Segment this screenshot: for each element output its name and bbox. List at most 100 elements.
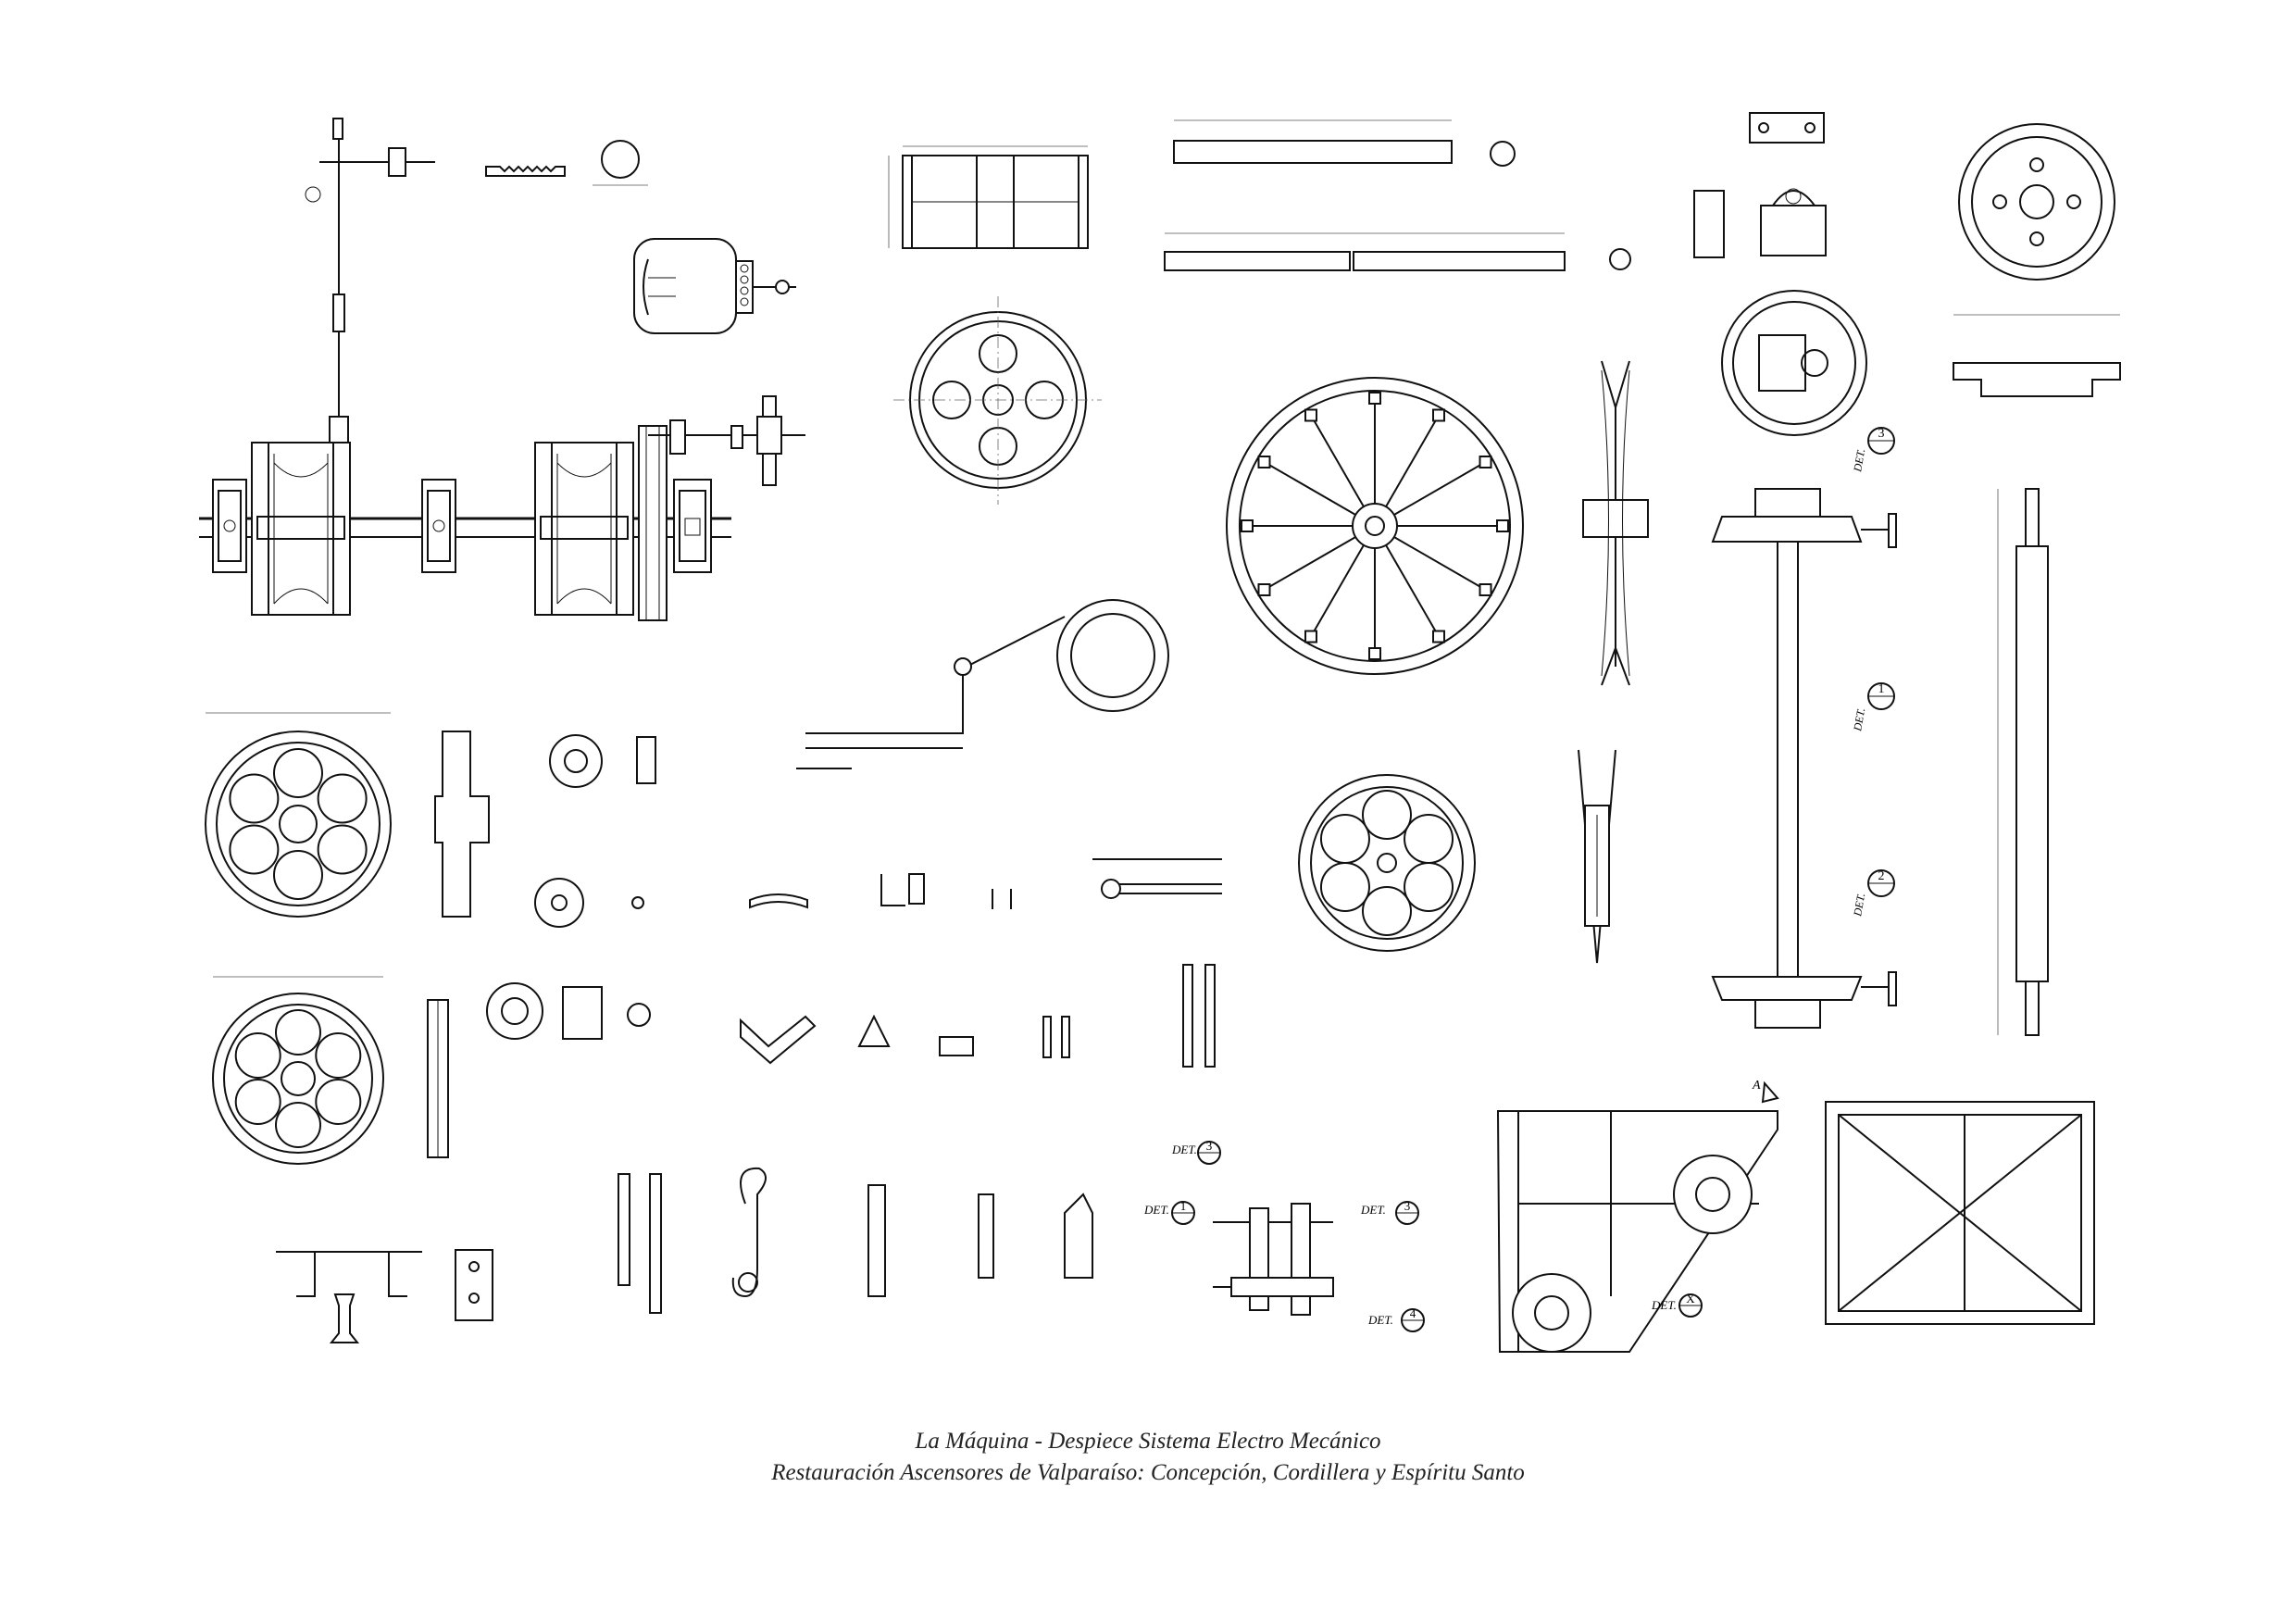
shaft-long-top (1173, 119, 1516, 167)
pulley-window (234, 1032, 281, 1079)
turntable-section (1953, 314, 2121, 397)
title-line-2: Restauración Ascensores de Valparaíso: C… (771, 1460, 1525, 1485)
pulley-window (1362, 886, 1412, 936)
hub-block-a (636, 736, 656, 784)
pillow-block (1693, 112, 1827, 258)
svg-text:DET.: DET. (1367, 1313, 1393, 1327)
pulley-four-hole (893, 296, 1102, 505)
svg-text:DET.: DET. (1851, 448, 1867, 474)
svg-text:DET.: DET. (1171, 1143, 1197, 1156)
pulley-side-profile-a (434, 731, 490, 918)
pulley-window (317, 773, 368, 824)
spoke-clamp (1304, 408, 1317, 422)
wheel-spoke (1306, 408, 1365, 507)
det-callout-shaft-a: 3 DET. (1851, 427, 1895, 474)
pulley-six-spoke-b (212, 976, 384, 1165)
wheel-spoke (1306, 544, 1365, 643)
bearing-housing-section (888, 145, 1089, 249)
svg-text:X: X (1686, 1292, 1695, 1305)
spoke-clamp (1241, 519, 1254, 532)
det-callout-shaft-c: 2 DET. (1851, 869, 1895, 918)
svg-text:DET.: DET. (1851, 893, 1867, 918)
svg-text:1: 1 (1878, 682, 1885, 696)
svg-text:3: 3 (1206, 1139, 1213, 1153)
wheel-spoke (1385, 544, 1443, 643)
pulley-six-spoke-c (1298, 774, 1476, 952)
sprocket-small (534, 878, 644, 928)
spoke-clamp (1479, 456, 1492, 468)
spoke-clamp (1368, 647, 1381, 660)
car-frame-with-wheels (1496, 1110, 1778, 1353)
spoke-clamp (1479, 583, 1492, 596)
pulley-window (229, 773, 280, 824)
wheel-spoke (1393, 457, 1492, 516)
wheel-spoke (1257, 536, 1356, 594)
hub-ring-b (486, 982, 651, 1040)
title-line-1: La Máquina - Despiece Sistema Electro Me… (915, 1429, 1381, 1454)
vertical-shaft-flanged (1711, 488, 1897, 1029)
hooks-and-links (618, 1167, 1093, 1314)
pulley-window (315, 1032, 362, 1079)
rack-bar (485, 165, 566, 177)
car-frame-cross-braced (1825, 1101, 2095, 1325)
wheel-spoke (1385, 408, 1443, 507)
sheave-side-view (1578, 749, 1616, 964)
shaft-double-mid (1164, 232, 1631, 271)
det-callout-shaft-b: 1 DET. (1851, 682, 1895, 733)
spoke-clamp (1304, 630, 1317, 643)
spoked-wheel-large (1226, 377, 1524, 675)
wheel-spoke (1257, 457, 1356, 516)
spoke-clamp (1257, 583, 1271, 596)
pulley-window (275, 1102, 321, 1148)
svg-text:DET.: DET. (1651, 1298, 1677, 1312)
det-callout-assembly-1: 3 DET. (1171, 1139, 1221, 1165)
svg-text:DET.: DET. (1143, 1203, 1169, 1217)
pulley-window (317, 824, 368, 875)
cable-sheave-vertical (1582, 360, 1649, 686)
section-mark-frame-a: A (1752, 1079, 1779, 1104)
svg-text:DET.: DET. (1851, 707, 1867, 733)
pulley-window (273, 748, 323, 798)
winch-assembly (199, 118, 805, 621)
clamp-assembly (1213, 1203, 1334, 1316)
pulley-window (1404, 814, 1454, 864)
pulley-window (275, 1009, 321, 1056)
pulley-side-profile-b (427, 999, 449, 1158)
pulley-six-spoke-a (205, 712, 392, 918)
linkage-mechanism (796, 599, 1169, 769)
spoke-clamp (1432, 630, 1445, 643)
svg-text:3: 3 (1404, 1199, 1411, 1213)
pulley-window (1319, 814, 1370, 864)
pulley-window (315, 1079, 362, 1125)
motor-unit (633, 238, 796, 334)
spoke-clamp (1432, 408, 1445, 422)
bearing-round-housing (1721, 290, 1867, 436)
hub-ring-a (549, 734, 603, 788)
long-roller (1997, 488, 2049, 1036)
svg-text:2: 2 (1878, 869, 1885, 883)
det-callout-frame-x: X DET. (1651, 1292, 1703, 1318)
svg-text:3: 3 (1878, 427, 1885, 441)
turntable-disk (1958, 123, 2115, 281)
svg-text:A: A (1752, 1079, 1761, 1093)
wheel-spoke (1393, 536, 1492, 594)
pulley-window (1362, 790, 1412, 840)
svg-text:DET.: DET. (1360, 1203, 1386, 1217)
spoke-clamp (1257, 456, 1271, 468)
spoke-clamp (1368, 392, 1381, 405)
pulley-window (229, 824, 280, 875)
spoke-clamp (1496, 519, 1509, 532)
rail-section (276, 1249, 493, 1343)
pulley-window (234, 1079, 281, 1125)
det-callout-assembly-3: 3 DET. (1360, 1199, 1419, 1225)
det-callout-assembly-4: 4 DET. (1367, 1306, 1425, 1332)
pulley-window (273, 850, 323, 900)
det-callout-assembly-2: 1 DET. (1143, 1199, 1195, 1225)
round-disc-small (593, 140, 648, 186)
title-block: La Máquina - Despiece Sistema Electro Me… (0, 1426, 2296, 1489)
svg-text:1: 1 (1180, 1199, 1187, 1213)
brackets-row (740, 964, 1216, 1068)
svg-text:4: 4 (1410, 1306, 1416, 1320)
small-fittings (749, 858, 1222, 909)
